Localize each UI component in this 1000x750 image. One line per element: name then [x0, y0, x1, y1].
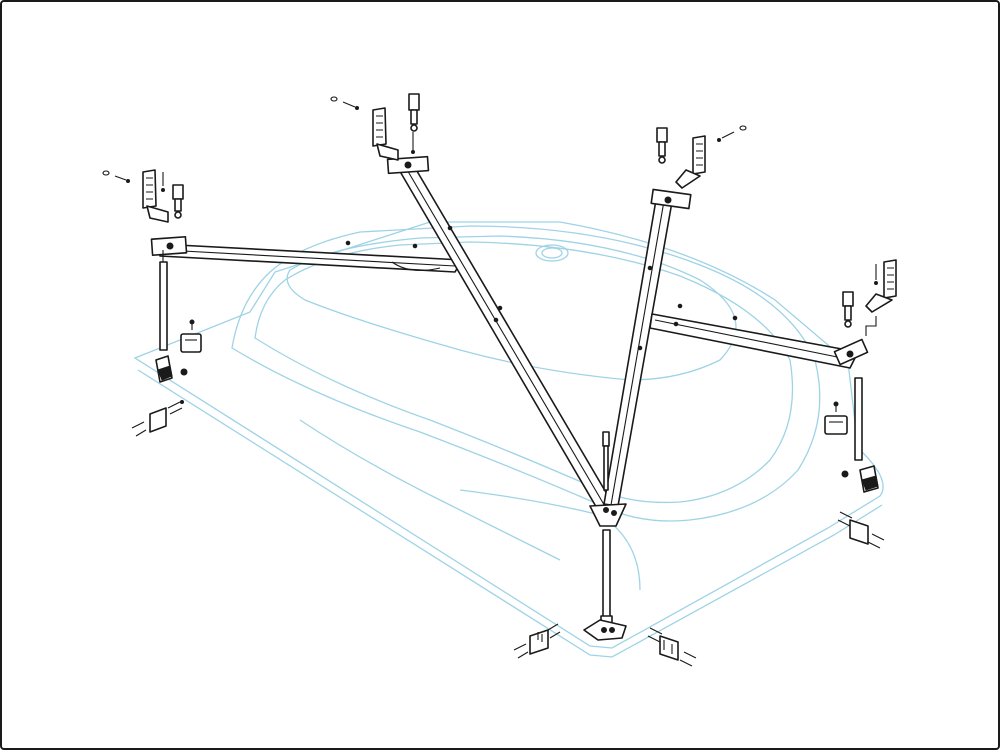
panel-bracket-front-right — [647, 627, 697, 667]
center-joint-plate — [589, 503, 627, 527]
leveling-foot-left — [155, 355, 188, 383]
frame-beam-back-right — [603, 188, 692, 507]
wall-bracket-back-left — [330, 93, 420, 161]
support-leg-center — [600, 431, 613, 627]
frame-beam-back-left — [386, 155, 615, 511]
frame-beam-left — [150, 236, 463, 273]
wall-bracket-left — [102, 169, 184, 223]
support-leg-left — [159, 250, 168, 351]
wall-bracket-right — [842, 259, 897, 336]
panel-bracket-front-left — [513, 623, 561, 659]
leveling-foot-center — [583, 619, 627, 641]
panel-clip-left — [180, 319, 202, 353]
support-leg-right — [854, 377, 863, 461]
panel-bracket-right — [837, 511, 885, 549]
wall-bracket-back-right — [656, 125, 747, 189]
frame-beam-right — [649, 303, 869, 369]
leveling-foot-right — [841, 465, 879, 493]
panel-bracket-left — [131, 400, 184, 437]
panel-clip-right — [824, 401, 848, 435]
corner-bathtub-outline — [133, 221, 884, 658]
